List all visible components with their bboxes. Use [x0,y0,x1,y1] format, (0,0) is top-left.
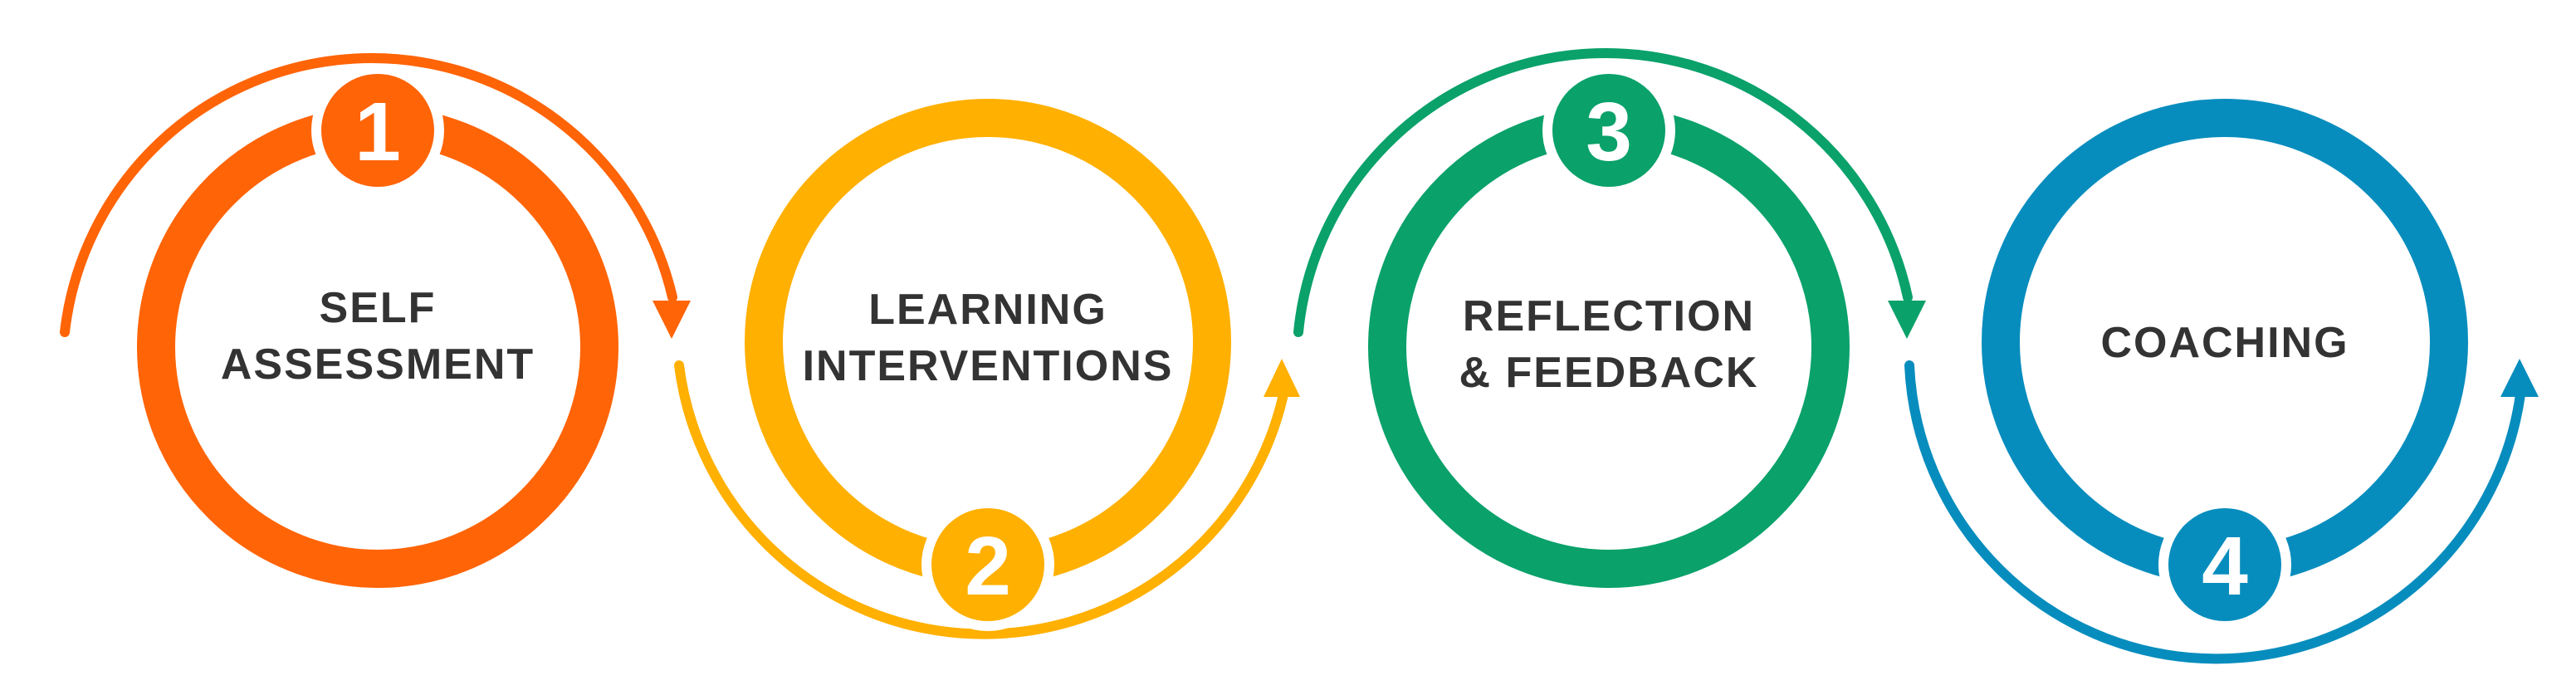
step-2-outer-arc [674,360,1288,639]
step-3-label-line-1: REFLECTION [1463,292,1755,340]
step-2-number-badge [931,508,1044,621]
step-1-number-badge [321,74,434,187]
step-3-number-badge [1552,74,1665,187]
step-1-outer-arc [60,53,677,337]
step-1-label-line-2: ASSESSMENT [221,340,535,389]
step-4-arrow-head-icon [2500,359,2539,397]
step-1-arrow-head-icon [653,301,691,339]
step-4-label-line-1: COACHING [2100,319,2349,367]
step-2-number: 2 [965,520,1011,613]
step-1-number: 1 [354,86,401,179]
step-4-outer-arc [1904,360,2525,664]
step-3: 3 REFLECTION & FEEDBACK [1293,47,1926,588]
step-2-label-line-2: INTERVENTIONS [803,342,1174,390]
step-4-number-badge [2168,508,2281,621]
step-2: 2 LEARNING INTERVENTIONS [674,99,1300,639]
step-2-label-line-1: LEARNING [868,286,1107,334]
step-4: 4 COACHING [1904,99,2539,664]
step-3-arrow-head-icon [1888,301,1926,339]
step-3-number: 3 [1586,86,1632,179]
step-4-number: 4 [2202,520,2248,613]
step-3-outer-arc [1293,47,1913,337]
step-3-label-line-2: & FEEDBACK [1459,349,1759,397]
step-1-label-line-1: SELF [320,284,437,332]
step-1: 1 SELF ASSESSMENT [60,53,691,588]
step-2-arrow-head-icon [1264,359,1300,397]
